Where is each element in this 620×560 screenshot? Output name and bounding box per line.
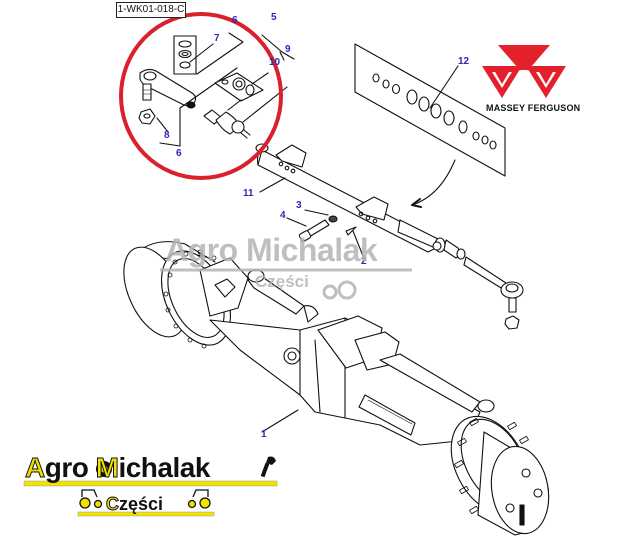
logo-text-ichalak: ichalak [118, 452, 210, 483]
callout-9[interactable]: 9 [285, 44, 291, 55]
shop-logo-subtitle: Części [106, 494, 164, 515]
logo-cap-m: M [95, 452, 119, 484]
brand-name: MASSEY FERGUSON [486, 103, 581, 113]
callout-8[interactable]: 8 [164, 130, 170, 141]
seal-kit-12-drawing [354, 43, 506, 208]
reference-code-label: 1-WK01-018-C [116, 2, 186, 18]
axle-assembly-1-drawing [123, 241, 550, 536]
gear-icon [96, 461, 112, 477]
logo-cap-a: A [25, 452, 46, 484]
logo-text-zesci: zęści [119, 494, 164, 514]
watermark-line1: Agro Michalak [165, 232, 378, 268]
logo-text-gro: gro [44, 452, 96, 483]
callout-12[interactable]: 12 [458, 56, 470, 67]
callout-11[interactable]: 11 [243, 188, 254, 199]
callout-7[interactable]: 7 [214, 33, 220, 44]
watermark-line2: Części [255, 272, 309, 291]
tractor-icon-right [187, 489, 211, 509]
tractor-icon-left [79, 489, 103, 509]
tie-rod-end-6-drawing [138, 32, 244, 147]
callout-5[interactable]: 5 [271, 12, 277, 23]
highlight-circle [119, 12, 283, 180]
callout-1[interactable]: 1 [261, 429, 267, 440]
callout-6-bottom[interactable]: 6 [176, 148, 182, 159]
callout-6-top[interactable]: 6 [232, 15, 238, 26]
logo-cap-c: C [106, 494, 120, 515]
callout-10[interactable]: 10 [269, 57, 281, 68]
hardware-2-3-4-drawing [286, 209, 364, 257]
callout-4[interactable]: 4 [280, 210, 286, 221]
shop-logo-title: Agro Michalak [25, 452, 211, 484]
ball-joint-9-10-drawing [203, 34, 295, 139]
shop-logo-graphics [23, 456, 278, 517]
massey-ferguson-logo-icon [482, 45, 566, 98]
wrench-icon [260, 456, 276, 478]
right-tie-rod-drawing [432, 239, 524, 330]
watermark-graphics [160, 268, 412, 300]
callout-2[interactable]: 2 [361, 256, 367, 267]
callout-3[interactable]: 3 [296, 200, 302, 211]
